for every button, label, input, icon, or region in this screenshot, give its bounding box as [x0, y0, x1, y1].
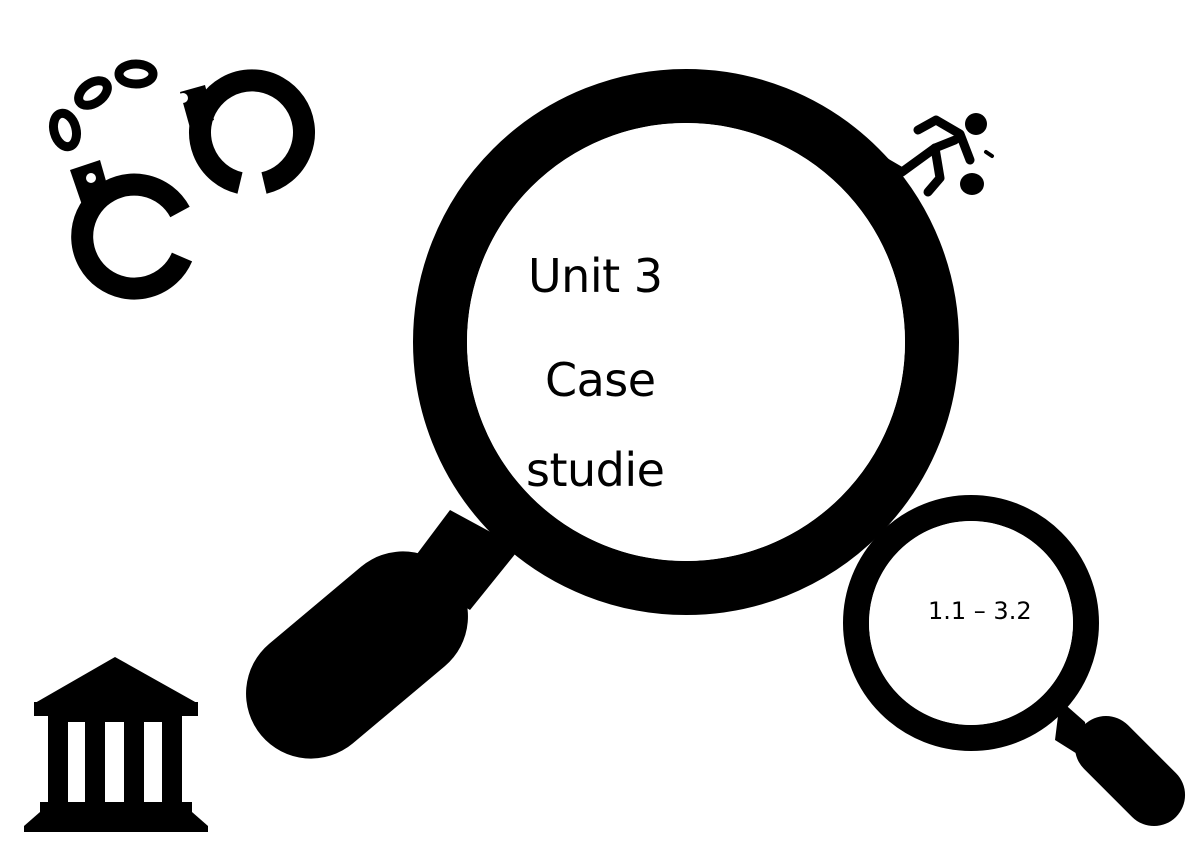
large-magnifier: [246, 69, 959, 759]
studie-label: studie: [526, 443, 665, 497]
unit-title: Unit 3: [528, 249, 663, 303]
magnifying-glass-icon: [843, 495, 1186, 827]
running-thief-icon: [873, 113, 994, 197]
small-magnifier: [843, 495, 1186, 827]
handcuffs-icon: [48, 59, 315, 300]
section-range-label: 1.1 – 3.2: [928, 597, 1032, 625]
courthouse-icon: [24, 657, 208, 832]
magnifying-glass-icon: [246, 69, 959, 759]
case-label: Case: [545, 353, 656, 407]
